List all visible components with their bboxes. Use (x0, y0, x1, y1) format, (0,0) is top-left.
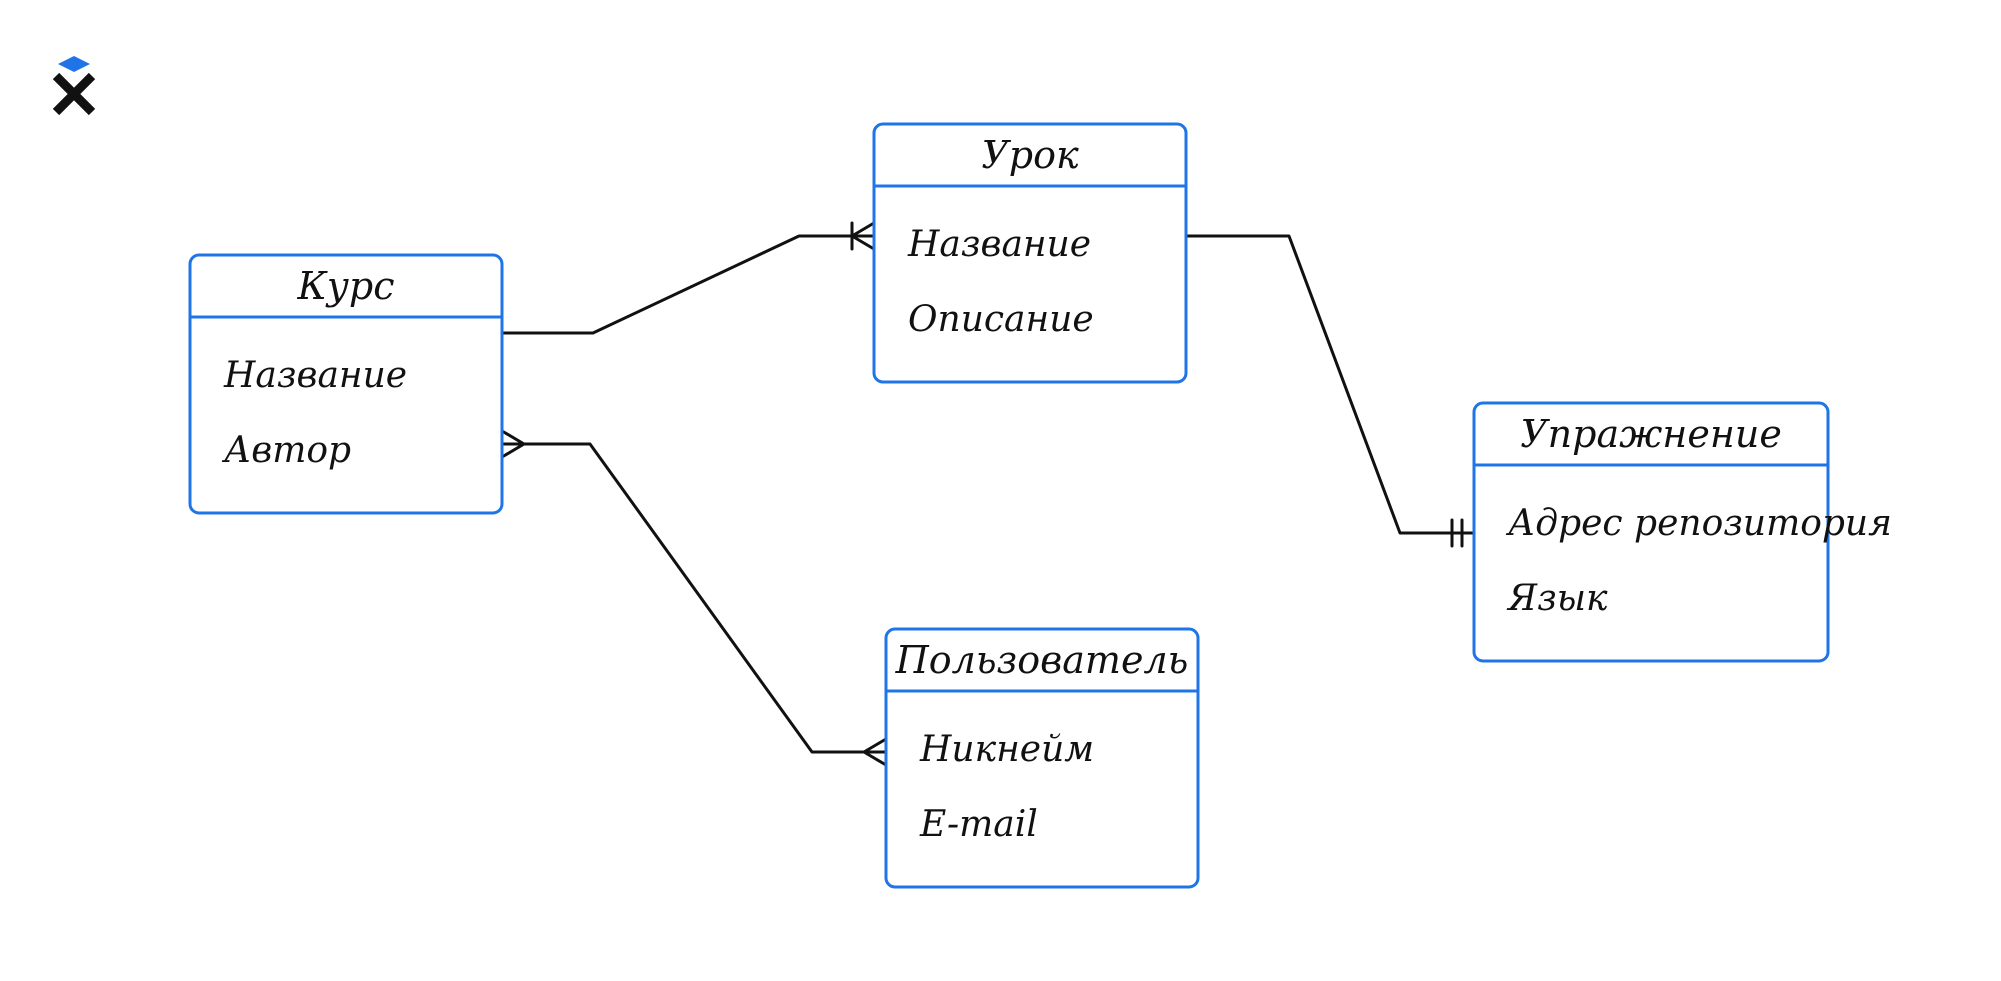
entity-frame (1472, 401, 1830, 663)
relationship-line (500, 442, 888, 754)
crowfoot-marker (500, 429, 526, 459)
relationship-course-lesson (500, 221, 876, 335)
entity-attribute: Название (907, 224, 1091, 265)
relationships-layer (500, 221, 1476, 767)
entity-attribute: Название (223, 355, 407, 396)
relationship-line (1184, 234, 1476, 535)
relationship-course-user (500, 429, 888, 767)
crowfoot-marker (862, 737, 888, 767)
entity-attribute: Никнейм (919, 729, 1094, 770)
entity-attribute: E-mail (919, 804, 1038, 845)
entity-attribute: Язык (1506, 578, 1608, 619)
logo-diamond (58, 56, 90, 72)
logo-stroke-right (52, 72, 96, 116)
relationship-lesson-exercise (1184, 234, 1476, 548)
entity-frame (188, 253, 504, 515)
entity-title: Курс (296, 264, 394, 308)
entity-title: Урок (981, 133, 1079, 177)
entity-title: Пользователь (895, 638, 1189, 682)
entities-layer: КурсНазваниеАвторУрокНазваниеОписаниеУпр… (188, 122, 1892, 889)
relationship-line (500, 234, 876, 335)
x-logo-icon (52, 56, 96, 116)
entity-frame (884, 627, 1200, 889)
entity-attribute: Адрес репозитория (1505, 503, 1892, 544)
crowfoot-marker (850, 221, 876, 251)
entity-title: Упражнение (1520, 412, 1782, 456)
entity-attribute: Описание (908, 299, 1094, 340)
entity-frame (872, 122, 1188, 384)
entity-attribute: Автор (221, 430, 351, 471)
